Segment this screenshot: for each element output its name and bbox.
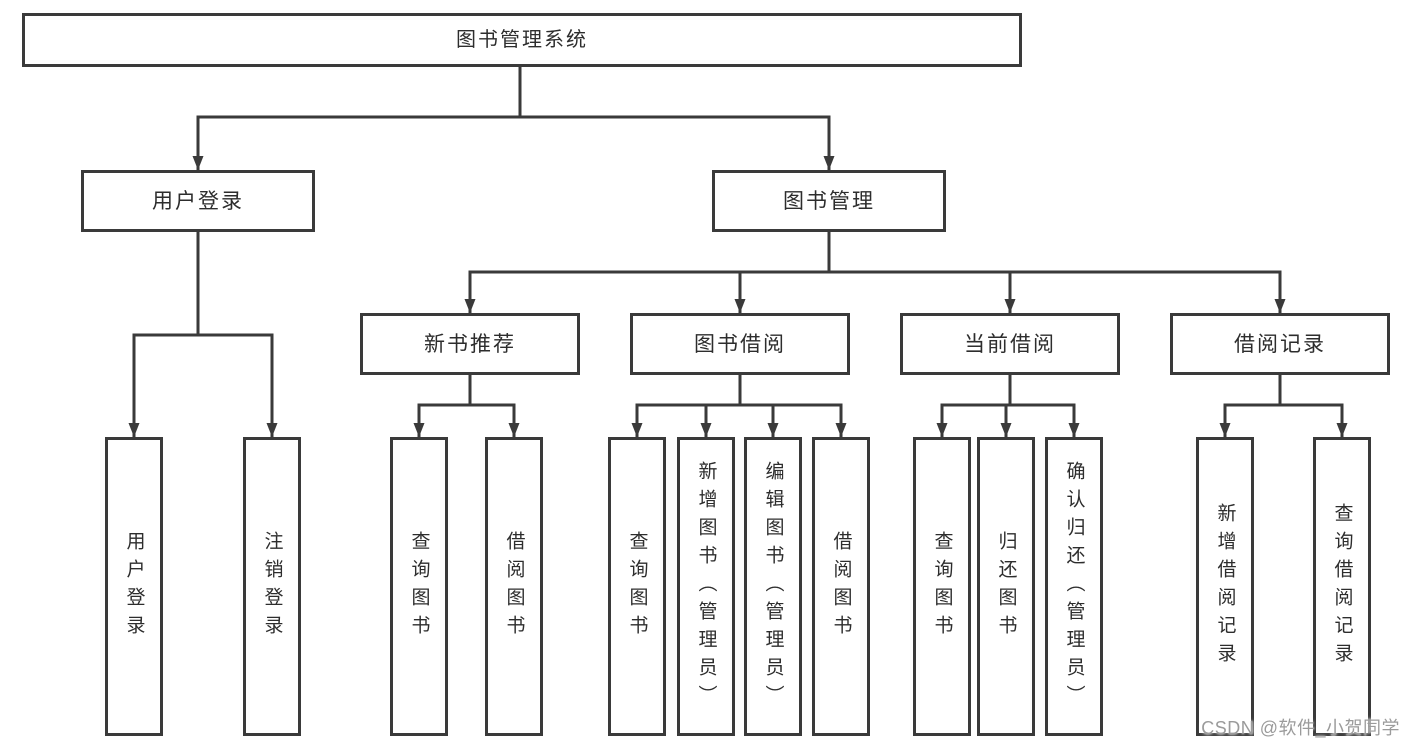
connector-new-book-children xyxy=(413,373,520,439)
node-new-book-recommend: 新书推荐 xyxy=(360,313,580,375)
node-root-library-system: 图书管理系统 xyxy=(22,13,1022,67)
connector-root-to-level2 xyxy=(192,65,835,172)
leaf-borrow-books: 借阅图书 xyxy=(812,437,870,736)
leaf-logout: 注销登录 xyxy=(243,437,301,736)
connector-book-borrow-children xyxy=(631,373,847,439)
leaf-add-borrow-record: 新增借阅记录 xyxy=(1196,437,1254,736)
connector-user-login-children xyxy=(128,230,278,439)
connector-borrow-record-children xyxy=(1219,373,1348,439)
leaf-user-login: 用户登录 xyxy=(105,437,163,736)
leaf-add-books-admin: 新增图书（管理员） xyxy=(677,437,735,736)
leaf-search-books-borrow: 查询图书 xyxy=(608,437,666,736)
leaf-edit-books-admin: 编辑图书（管理员） xyxy=(744,437,802,736)
node-current-borrow: 当前借阅 xyxy=(900,313,1120,375)
leaf-confirm-return-admin: 确认归还（管理员） xyxy=(1045,437,1103,736)
csdn-watermark: CSDN @软件_小贺同学 xyxy=(1201,718,1400,738)
node-book-management: 图书管理 xyxy=(712,170,946,232)
node-book-borrow: 图书借阅 xyxy=(630,313,850,375)
node-borrow-records: 借阅记录 xyxy=(1170,313,1390,375)
leaf-search-books-current: 查询图书 xyxy=(913,437,971,736)
connector-current-borrow-children xyxy=(936,373,1080,439)
connector-book-management-children xyxy=(464,230,1286,315)
leaf-return-books: 归还图书 xyxy=(977,437,1035,736)
node-user-login: 用户登录 xyxy=(81,170,315,232)
leaf-search-books-recommend: 查询图书 xyxy=(390,437,448,736)
leaf-borrow-books-recommend: 借阅图书 xyxy=(485,437,543,736)
leaf-search-borrow-record: 查询借阅记录 xyxy=(1313,437,1371,736)
